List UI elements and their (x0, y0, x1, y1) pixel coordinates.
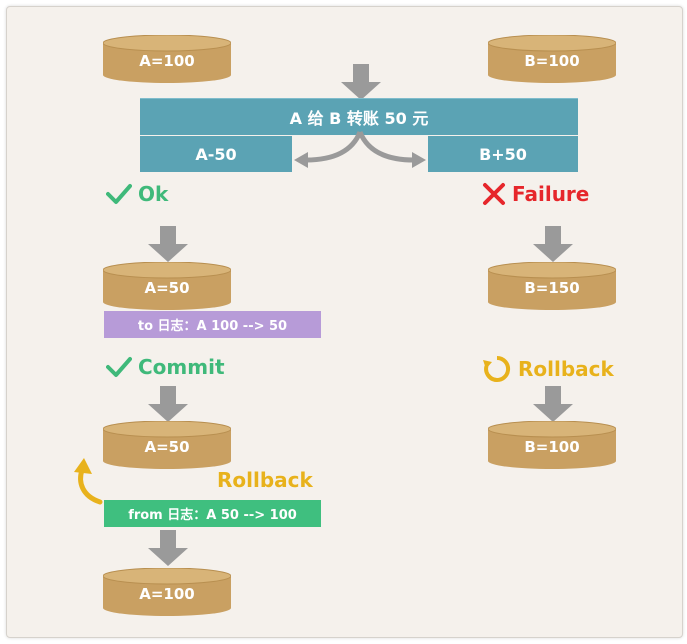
rollback-left-status: Rollback (217, 468, 313, 492)
cylinder-icon (103, 421, 231, 469)
check-icon (106, 357, 132, 377)
database-b-initial: B=100 (488, 35, 616, 83)
database-a-after-ok: A=50 (103, 262, 231, 310)
down-arrow-icon (341, 64, 381, 100)
rollback-right-label: Rollback (518, 357, 614, 381)
rollback-left-label: Rollback (217, 468, 313, 492)
down-arrow-icon (148, 226, 188, 262)
split-arrows-icon (294, 130, 426, 168)
cylinder-icon (488, 262, 616, 310)
curved-arrow-icon (74, 458, 103, 505)
cylinder-icon (488, 421, 616, 469)
transfer-left-op: A-50 (140, 136, 292, 172)
database-label: A=100 (139, 585, 195, 603)
ok-label: Ok (138, 182, 169, 206)
check-icon (106, 184, 132, 204)
database-label: A=50 (144, 279, 190, 297)
database-label: B=100 (524, 52, 580, 70)
transfer-right-op: B+50 (428, 136, 578, 172)
cylinder-icon (103, 35, 231, 83)
database-b-after-failure: B=150 (488, 262, 616, 310)
database-a-final: A=100 (103, 568, 231, 616)
database-b-after-rollback: B=100 (488, 421, 616, 469)
cylinder-icon (488, 35, 616, 83)
database-a-after-commit: A=50 (103, 421, 231, 469)
database-label: B=100 (524, 438, 580, 456)
database-label: B=150 (524, 279, 580, 297)
down-arrow-icon (148, 530, 188, 566)
down-arrow-icon (148, 386, 188, 422)
database-label: A=100 (139, 52, 195, 70)
cross-icon (483, 183, 505, 205)
database-a-initial: A=100 (103, 35, 231, 83)
ok-status: Ok (106, 182, 168, 206)
cylinder-icon (103, 262, 231, 310)
failure-status: Failure (482, 182, 589, 206)
commit-label: Commit (138, 355, 225, 379)
rollback-right-status: Rollback (482, 354, 614, 384)
transfer-title-bar: A 给 B 转账 50 元 (140, 98, 578, 135)
to-log-box: to 日志：A 100 --> 50 (104, 311, 321, 338)
from-log-box: from 日志：A 50 --> 100 (104, 500, 321, 527)
database-label: A=50 (144, 438, 190, 456)
down-arrow-icon (533, 386, 573, 422)
commit-status: Commit (106, 355, 225, 379)
down-arrow-icon (533, 226, 573, 262)
failure-label: Failure (512, 182, 590, 206)
refresh-icon (483, 355, 511, 382)
cylinder-icon (103, 568, 231, 616)
